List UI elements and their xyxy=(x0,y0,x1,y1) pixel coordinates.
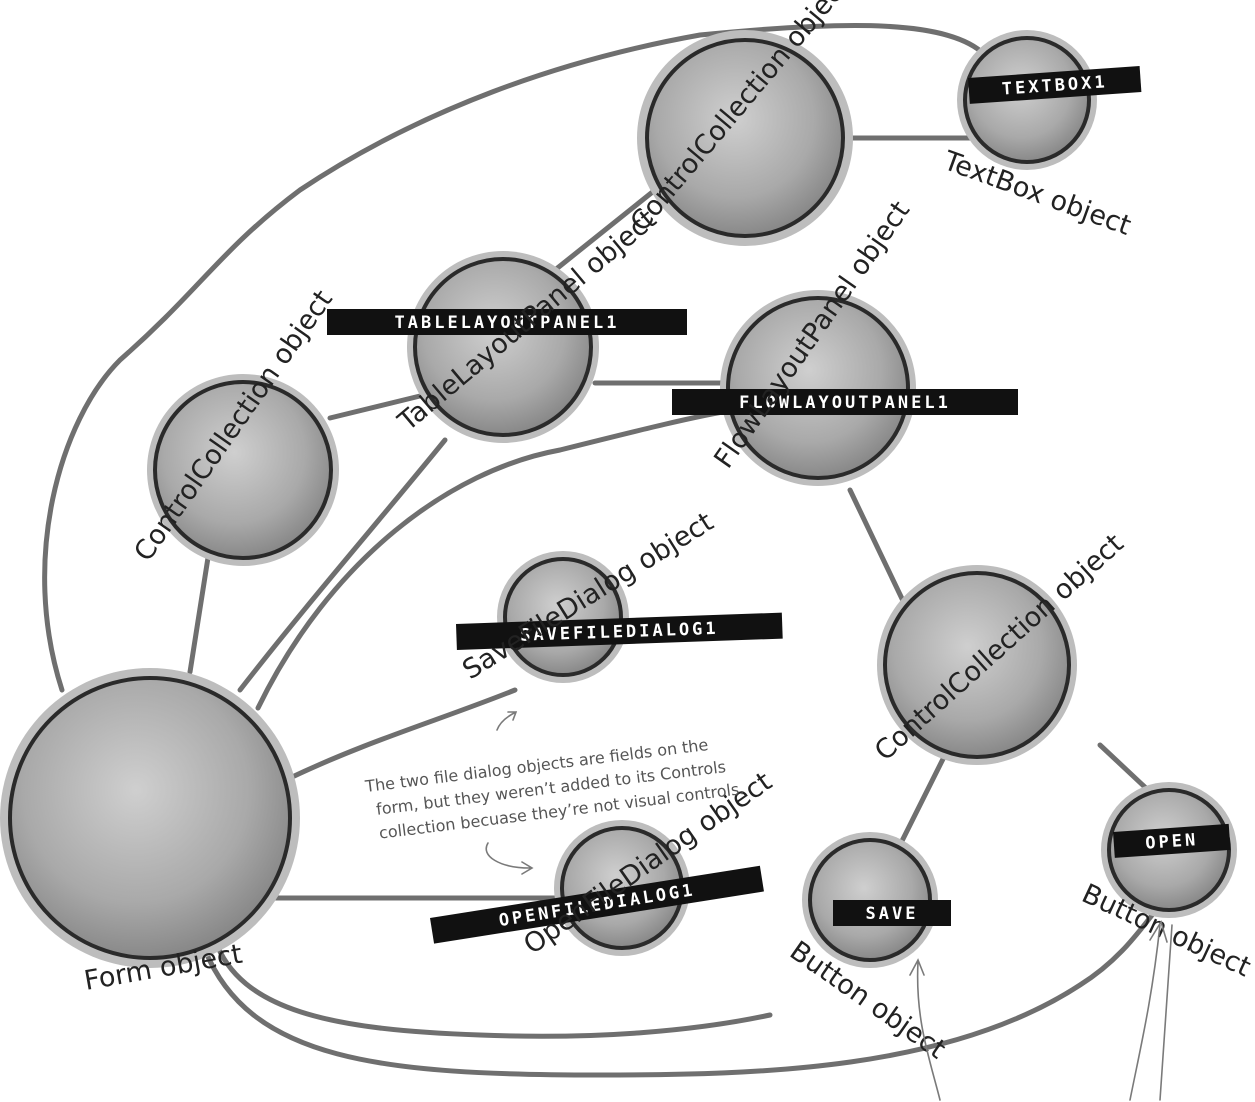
annotation-arrow-up xyxy=(496,711,518,731)
node-tablepanel xyxy=(407,251,599,443)
tag-flowlayoutpanel1: FLOWLAYOUTPANEL1 xyxy=(672,389,1018,415)
arrow-to-open-button xyxy=(1129,920,1173,1101)
tag-save: SAVE xyxy=(833,900,951,926)
arrow-to-save-button xyxy=(909,958,941,1101)
node-textbox xyxy=(957,30,1097,170)
edge-ccright-savebutton xyxy=(897,752,948,848)
edge-form-flowpanel xyxy=(255,407,738,711)
edge-form-ccleft xyxy=(187,542,213,675)
edge-flowpanel-ccright xyxy=(847,487,908,608)
edge-ccright-openbutton xyxy=(1097,742,1151,793)
connectors xyxy=(42,22,1163,1078)
tag-open: OPEN xyxy=(1113,823,1231,858)
edge-ccleft-tablepanel xyxy=(327,393,423,421)
edge-form-savedialog xyxy=(287,687,518,781)
tag-tablelayoutpanel1: TABLELAYOUTPANEL1 xyxy=(327,309,687,335)
tag-textbox1: TEXTBOX1 xyxy=(968,66,1142,104)
edge-form-openbutton xyxy=(202,902,1163,1078)
svg-text:TABLELAYOUTPANEL1: TABLELAYOUTPANEL1 xyxy=(395,313,620,333)
node-flowpanel xyxy=(720,290,916,486)
svg-text:FLOWLAYOUTPANEL1: FLOWLAYOUTPANEL1 xyxy=(739,393,951,413)
node-form xyxy=(0,668,300,968)
edge-tablepanel-cctop xyxy=(552,187,658,273)
edge-form-tablepanel xyxy=(237,437,448,693)
svg-text:OPEN: OPEN xyxy=(1145,830,1199,854)
annotation-arrow-right xyxy=(485,842,534,875)
node-cc-top xyxy=(637,30,853,246)
edge-form-textbox xyxy=(42,22,988,693)
edge-form-savebutton xyxy=(212,937,773,1039)
node-cc-right xyxy=(877,565,1077,765)
tag-savefiledialog1: SAVEFILEDIALOG1 xyxy=(456,612,783,650)
node-cc-left xyxy=(147,374,339,566)
svg-text:SAVE: SAVE xyxy=(866,904,919,924)
